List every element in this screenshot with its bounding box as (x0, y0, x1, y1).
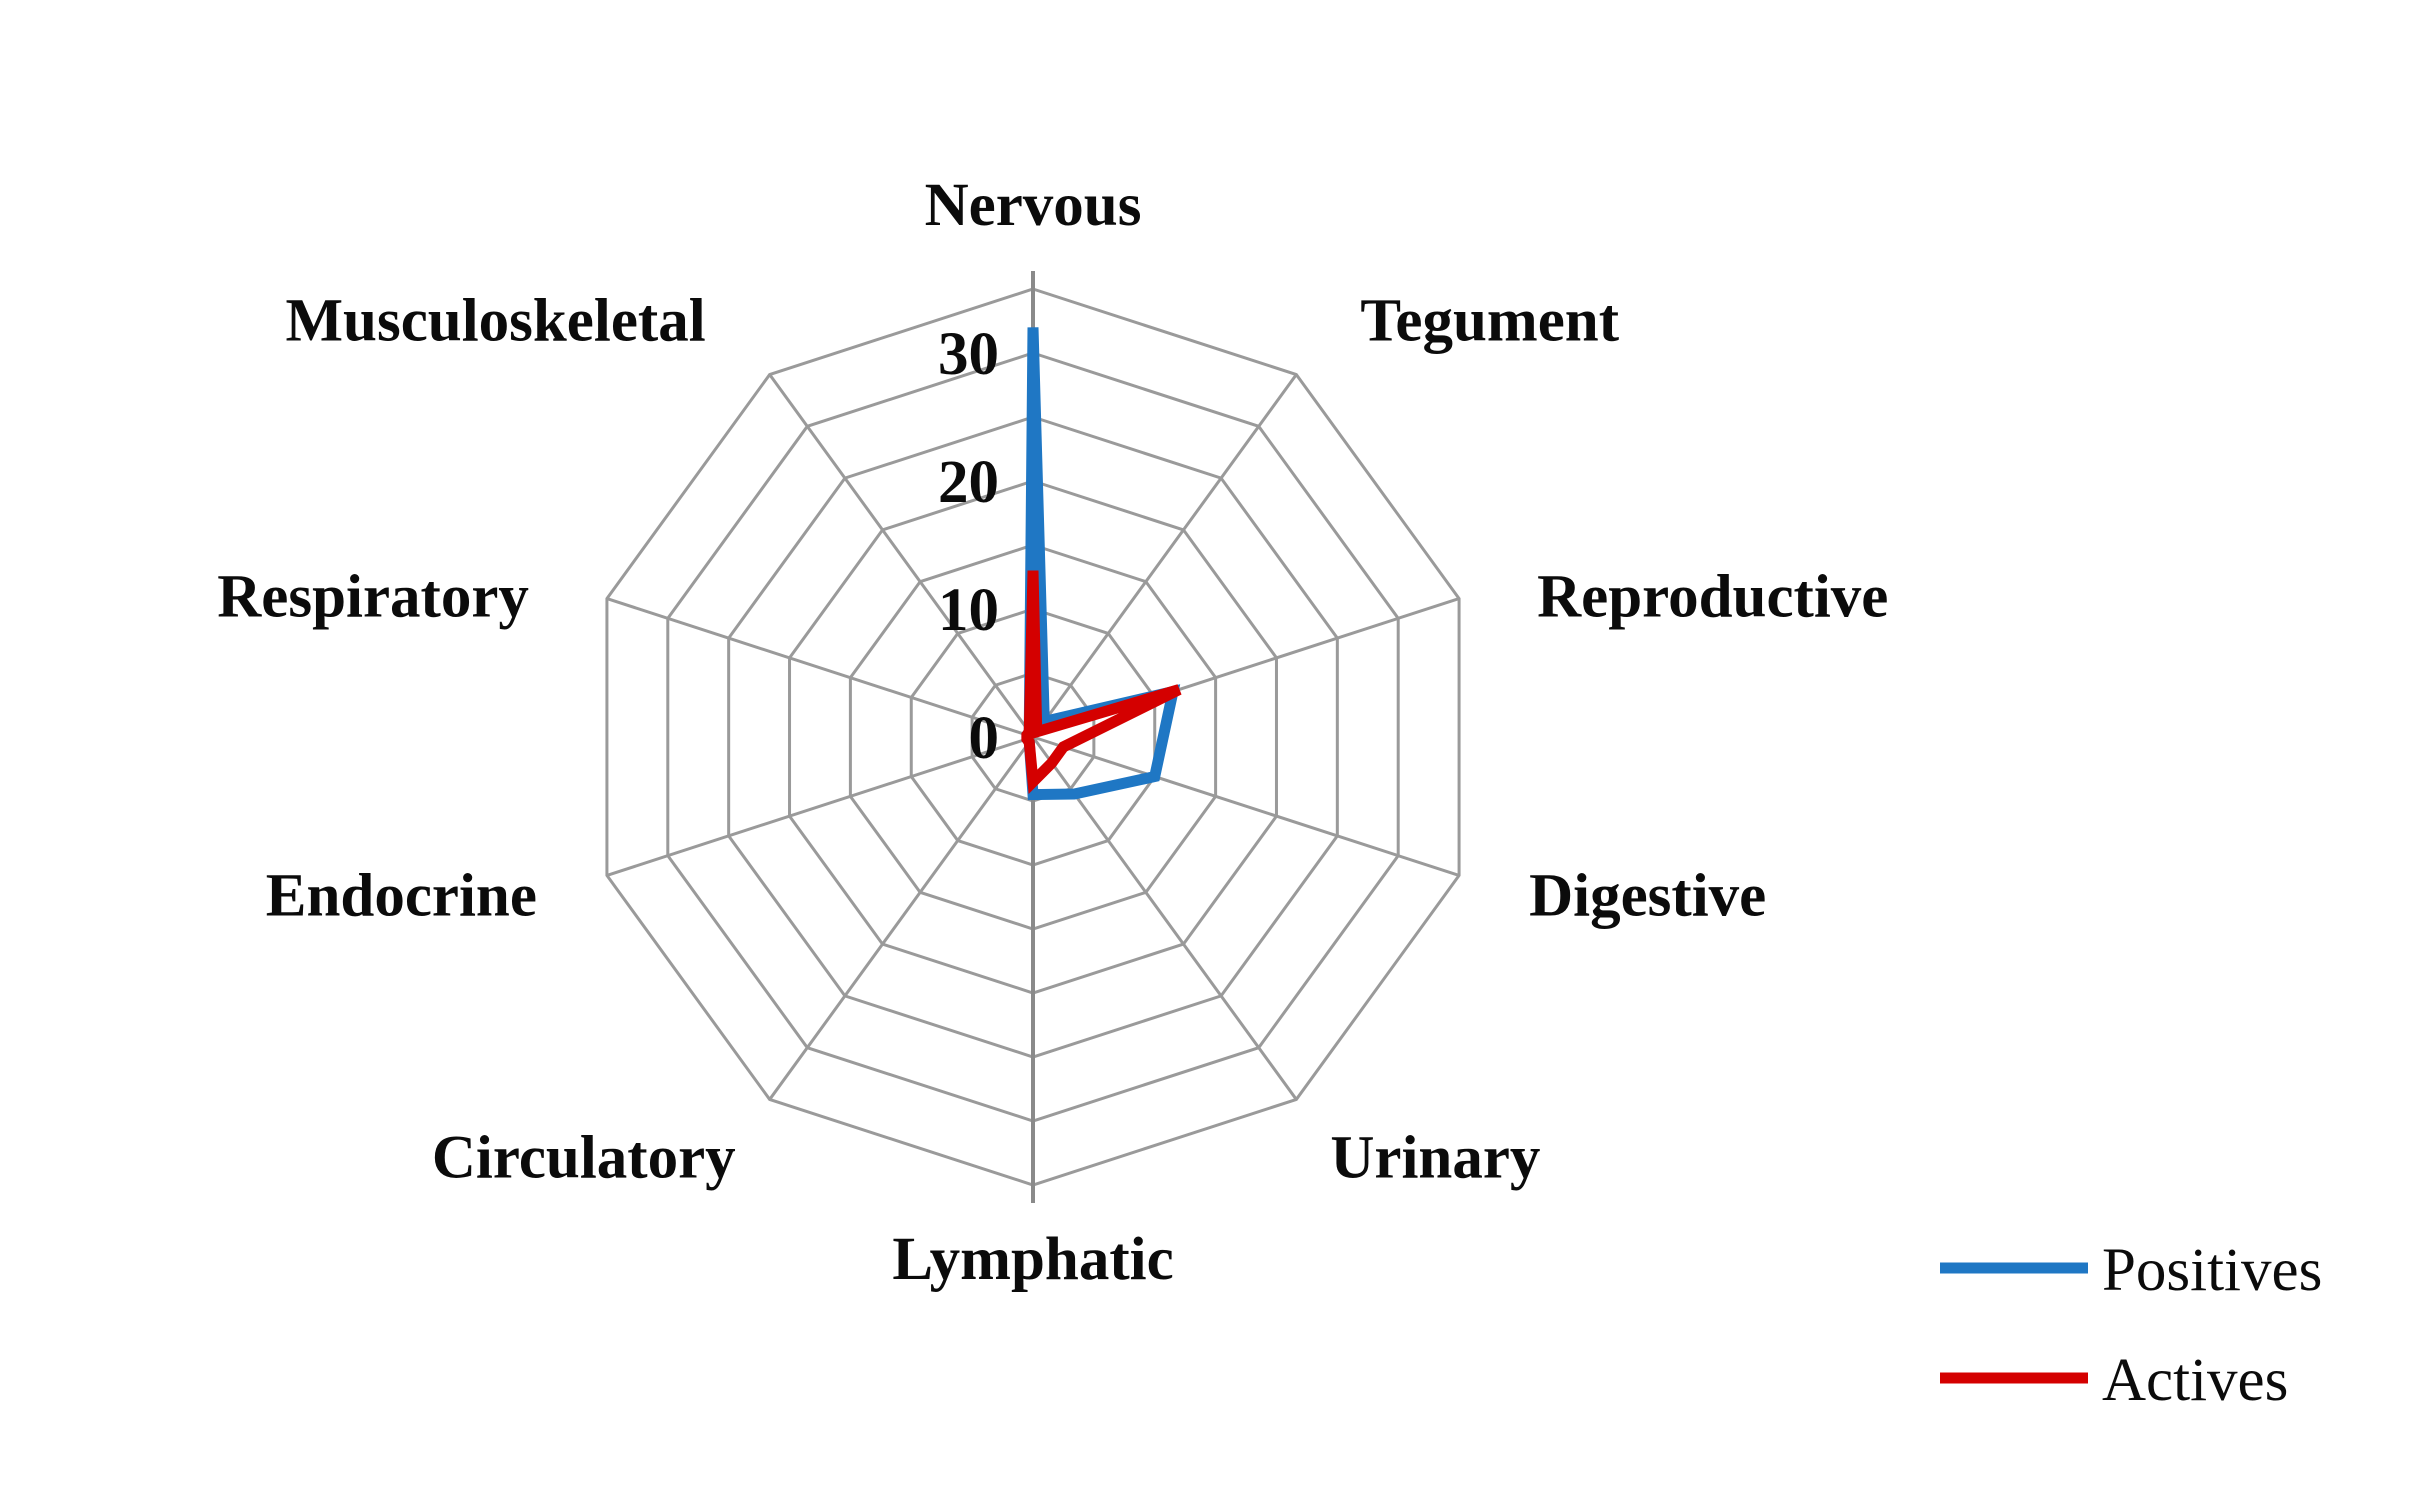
category-label-nervous: Nervous (925, 172, 1142, 239)
radar-series-layer (1021, 327, 1182, 801)
legend-label-positives[interactable]: Positives (2102, 1237, 2322, 1304)
spoke-circulatory (768, 736, 1035, 1101)
spoke-tegument (1031, 373, 1298, 738)
category-label-endocrine: Endocrine (266, 862, 537, 929)
tick-label-10: 10 (938, 577, 999, 644)
category-label-circulatory: Circulatory (432, 1124, 736, 1191)
category-label-respiratory: Respiratory (217, 564, 529, 631)
series-actives[interactable] (1021, 570, 1182, 794)
radar-tick-labels: 0 10 20 30 (938, 321, 999, 772)
spoke-musculoskeletal (768, 373, 1035, 738)
category-label-musculoskeletal: Musculoskeletal (285, 288, 705, 355)
tick-label-0: 0 (969, 705, 1000, 772)
spoke-respiratory (606, 597, 1034, 739)
category-label-lymphatic: Lymphatic (892, 1226, 1173, 1293)
spoke-digestive (1032, 735, 1460, 877)
category-label-tegument: Tegument (1360, 288, 1619, 355)
tick-label-30: 30 (938, 321, 999, 388)
spoke-endocrine (606, 735, 1034, 877)
category-label-urinary: Urinary (1330, 1124, 1540, 1191)
category-label-digestive: Digestive (1529, 862, 1766, 929)
legend-label-actives[interactable]: Actives (2102, 1347, 2288, 1414)
category-label-reproductive: Reproductive (1537, 564, 1888, 631)
radar-category-labels: NervousTegumentReproductiveDigestiveUrin… (217, 172, 1888, 1293)
tick-label-20: 20 (938, 449, 999, 516)
